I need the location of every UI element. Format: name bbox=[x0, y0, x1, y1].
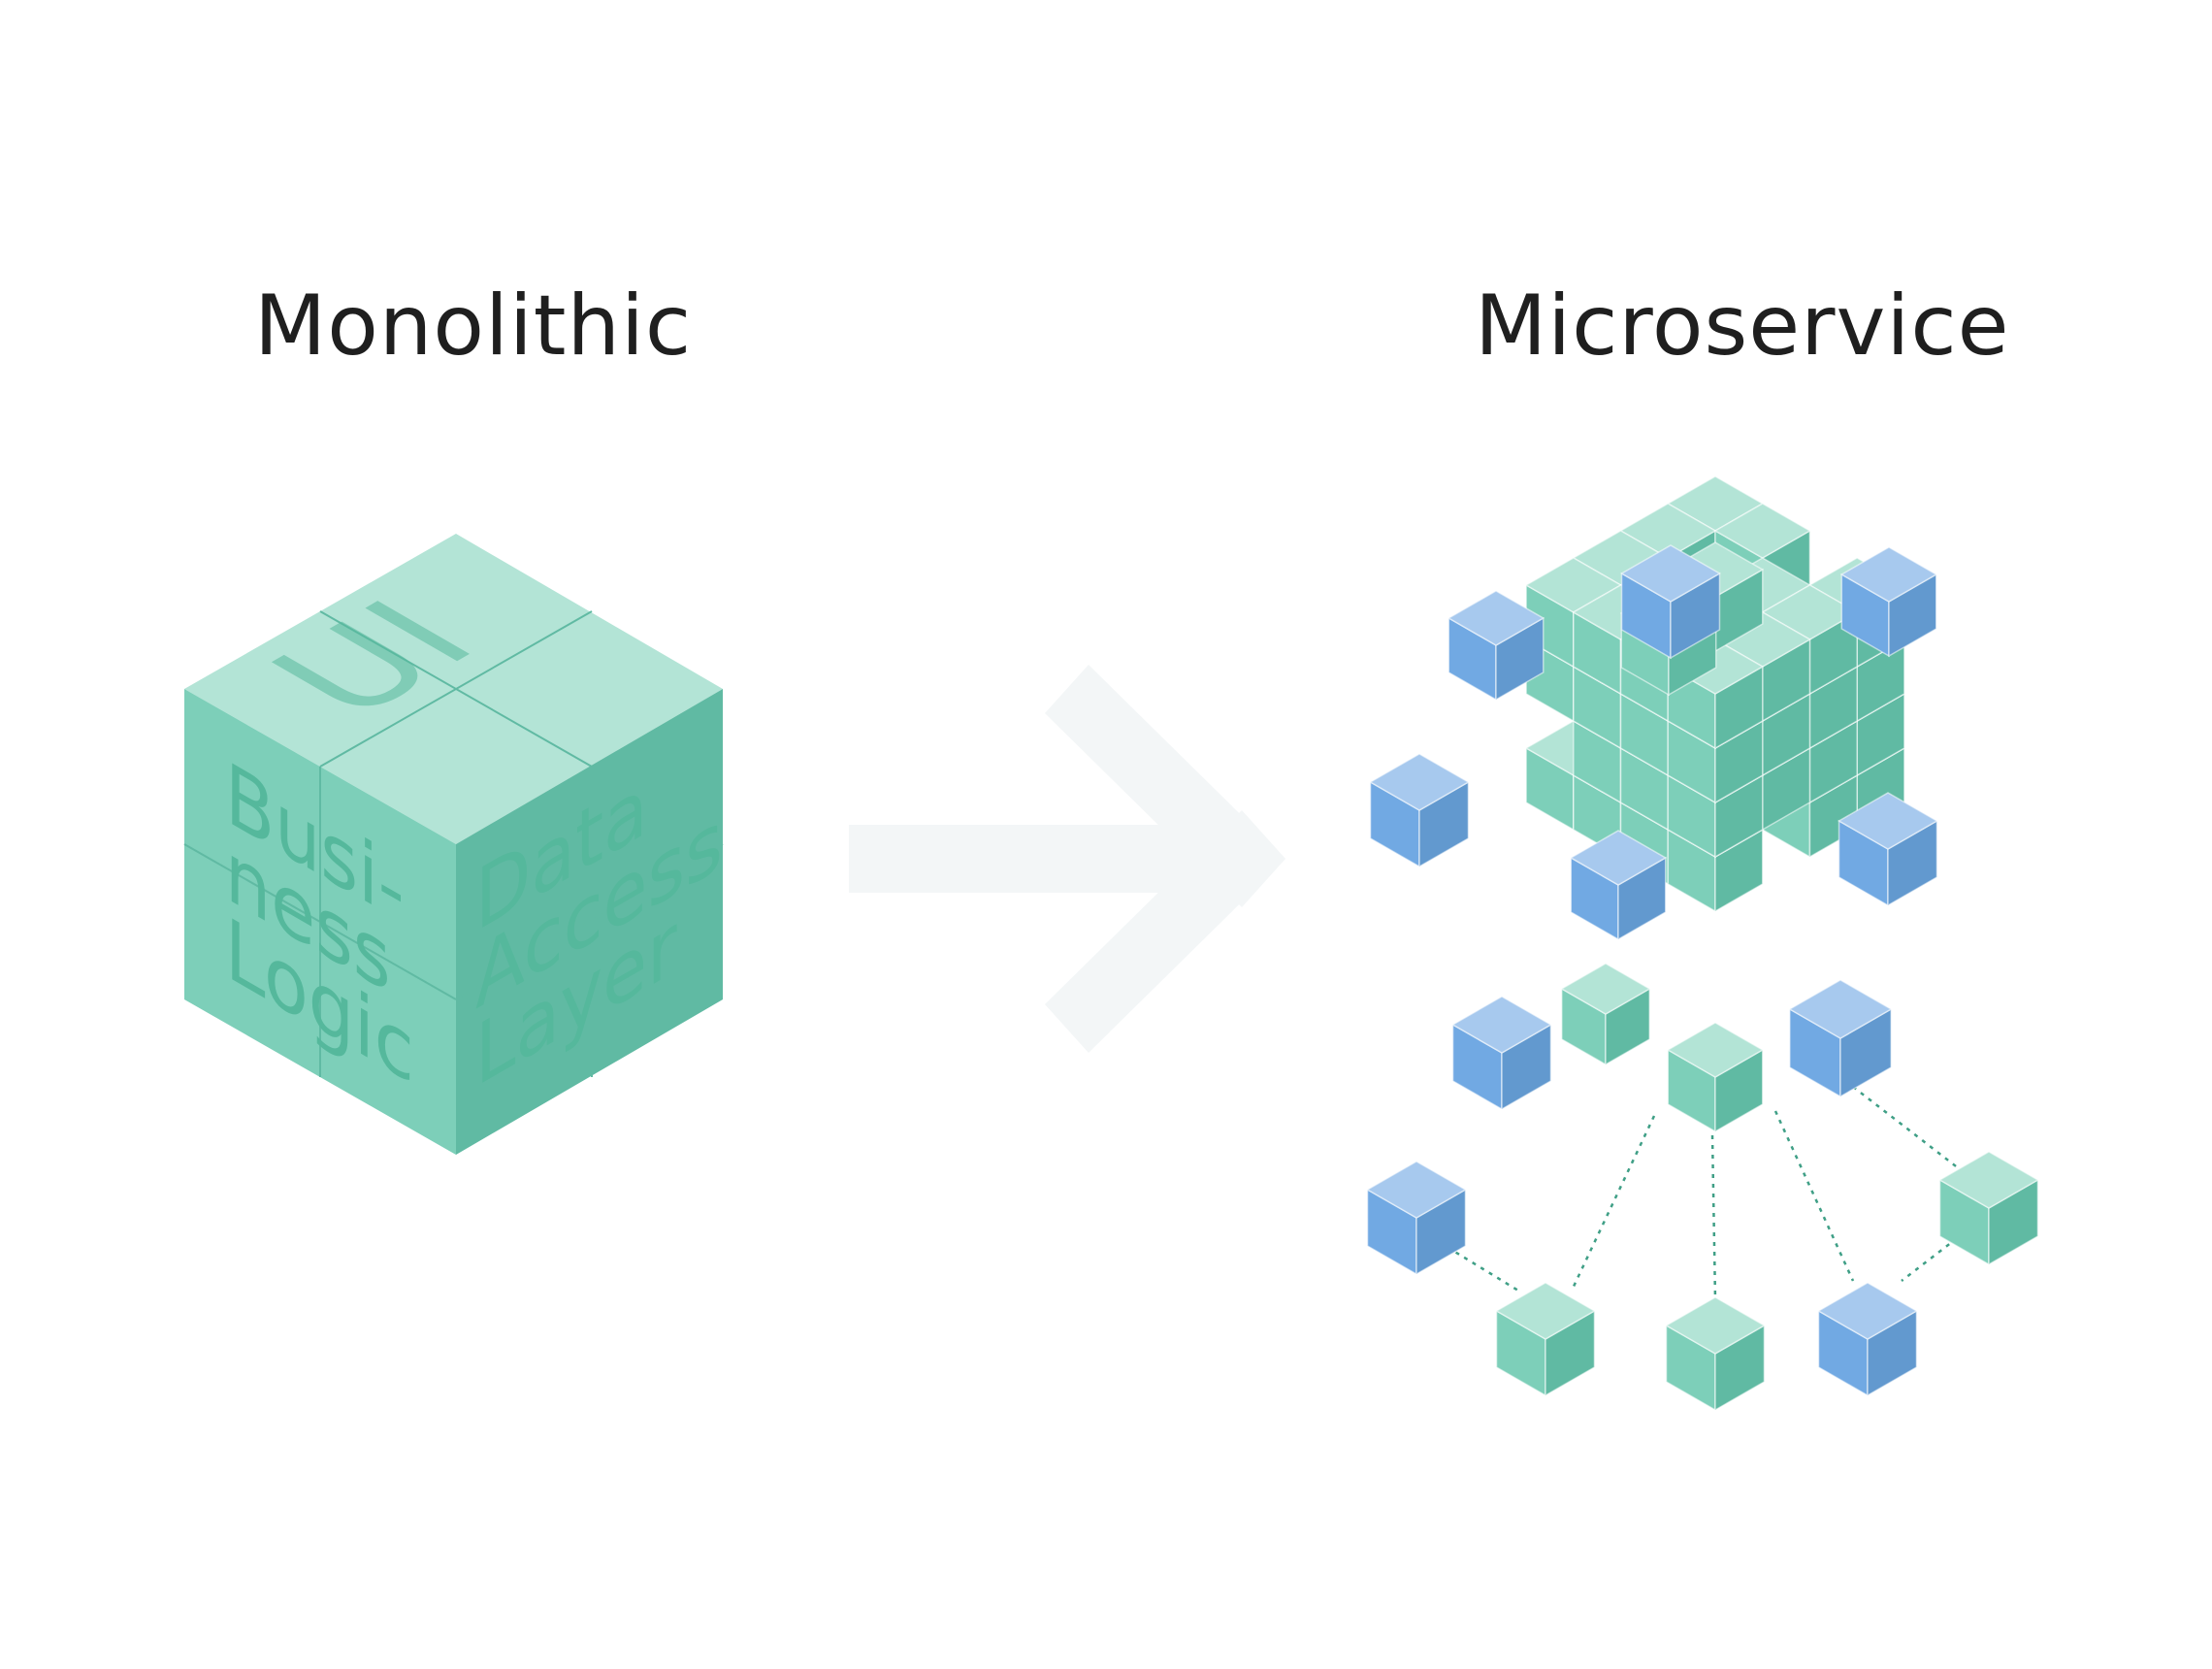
monolith-left-label: Busi- ness Logic bbox=[225, 743, 414, 1104]
service-cube-blue bbox=[1569, 830, 1668, 941]
monolithic-title: Monolithic bbox=[254, 278, 693, 375]
service-cube bbox=[1938, 1151, 2039, 1266]
service-cube-blue bbox=[1817, 1282, 1918, 1397]
service-cube-blue bbox=[1788, 979, 1893, 1098]
service-cube-blue bbox=[1366, 1161, 1467, 1276]
connector-line bbox=[1773, 1110, 1855, 1282]
service-cube-blue bbox=[1620, 544, 1721, 660]
connector-line bbox=[1710, 1134, 1717, 1301]
service-cube-blue bbox=[1447, 590, 1545, 702]
connector-line bbox=[1852, 1086, 1961, 1170]
monolith-seams bbox=[183, 610, 724, 1077]
connector-line bbox=[1430, 1235, 1519, 1293]
transition-arrow bbox=[849, 665, 1285, 1053]
service-cube-blue bbox=[1839, 546, 1938, 658]
monolith-top-face bbox=[184, 534, 723, 844]
monolith-cube: UI Busi- ness Logic Data Access Layer bbox=[183, 534, 724, 1155]
service-cube bbox=[1495, 1282, 1596, 1397]
microservice-cluster bbox=[1366, 475, 2039, 1412]
service-cube bbox=[1665, 1296, 1766, 1412]
service-cube bbox=[1560, 963, 1651, 1066]
service-cube-blue bbox=[1451, 996, 1552, 1111]
arrow-head-lower bbox=[1045, 810, 1285, 1053]
arrow-shaft bbox=[849, 825, 1198, 893]
service-cube bbox=[1666, 1022, 1765, 1133]
connector-line bbox=[1570, 1115, 1656, 1292]
service-cube-blue bbox=[1838, 792, 1938, 907]
microservice-title: Microservice bbox=[1475, 278, 2010, 375]
service-cube-blue bbox=[1369, 753, 1470, 868]
